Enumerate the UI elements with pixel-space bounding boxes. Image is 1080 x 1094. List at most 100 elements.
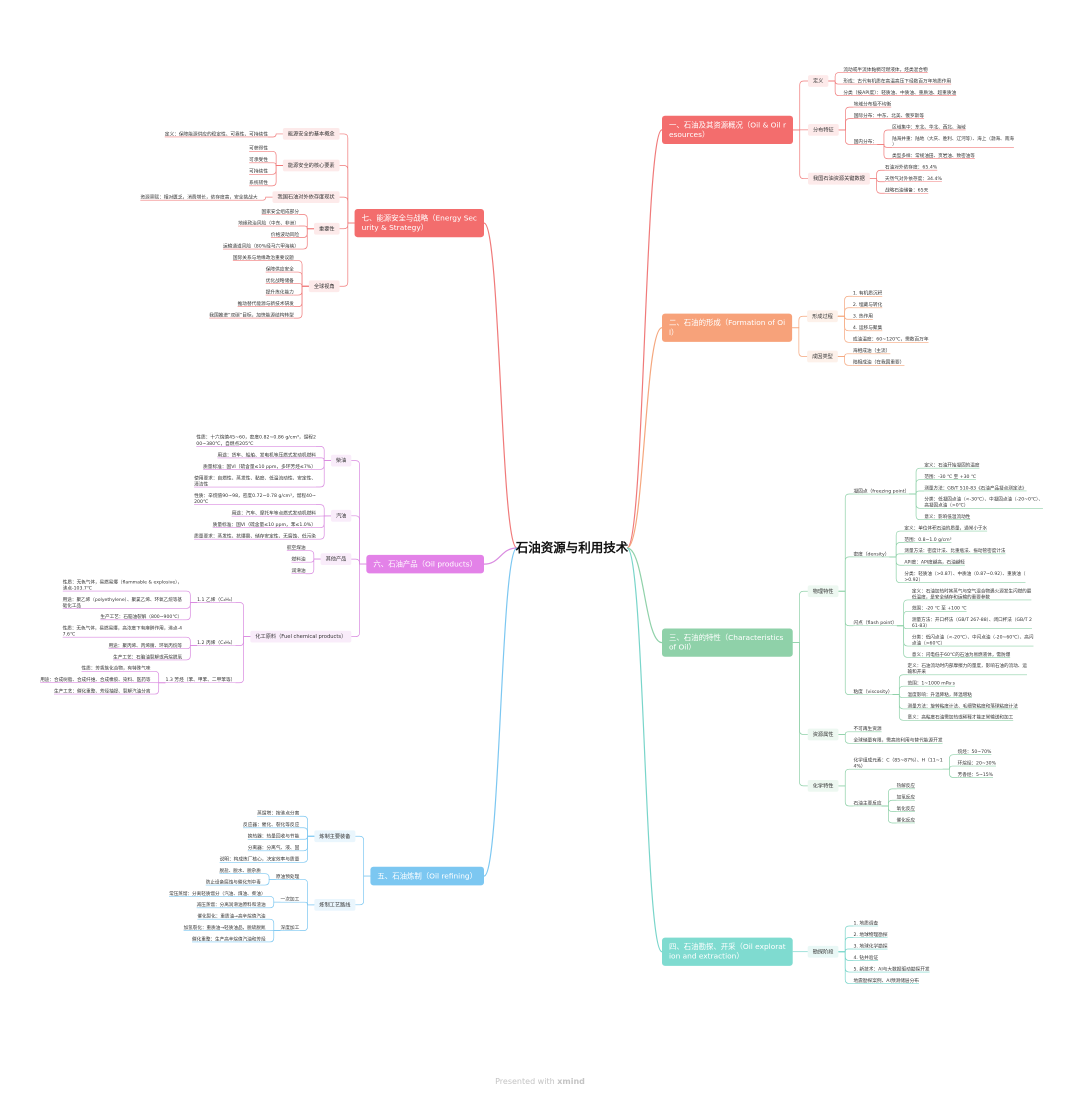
topic-leaf[interactable]: 范围：-20 ℃ 至 +100 ℃ — [911, 605, 967, 612]
topic-leaf[interactable]: 不可再生资源 — [853, 725, 882, 732]
sub-topic[interactable]: 一次加工 — [280, 896, 300, 903]
topic-leaf[interactable]: 减压蒸馏：分离润滑油原料和渣油 — [196, 901, 266, 908]
topic-leaf[interactable]: 我国推进“双碳”目标，加快能源结构转型 — [209, 311, 294, 318]
topic-leaf[interactable]: 国家安全组成部分 — [261, 208, 300, 215]
topic-leaf[interactable]: 国际分布：中东、北美、俄罗斯等 — [853, 112, 925, 119]
topic-leaf[interactable]: 使用要求：自燃性、蒸发性、黏度、低温流动性、安定性、清洁性 — [194, 474, 316, 487]
topic-leaf[interactable]: 脱盐、脱水、脱杂质 — [219, 867, 262, 874]
topic-leaf[interactable]: 环烷烃：20~30% — [957, 759, 997, 766]
topic-leaf[interactable]: 价格波动风险 — [270, 231, 299, 238]
topic-leaf[interactable]: 用途：货车、船舶、发电机等压燃式发动机燃料 — [217, 451, 317, 458]
topic-leaf[interactable]: 形成：古代有机质在高温高压下经数百万年地质作用 — [843, 77, 951, 84]
topic-leaf[interactable]: 用途：聚丙烯、丙烯腈、环氧丙烷等 — [108, 642, 183, 649]
sub-topic[interactable]: 全球视角 — [308, 280, 340, 293]
topic-leaf[interactable]: 催化裂化：重质油→高辛烷值汽油 — [197, 913, 266, 920]
topic-leaf[interactable]: 生产工艺：石脑油裂解（800~900℃） — [100, 613, 182, 620]
topic-leaf[interactable]: 5. 新技术：AI与大数据驱动勘探开发 — [853, 965, 930, 972]
sub-topic[interactable]: 分布特征 — [807, 123, 839, 136]
topic-leaf[interactable]: 成油温度：60~120℃，需数百万年 — [852, 336, 929, 343]
topic-leaf[interactable]: 流动或半流体黏稠可燃液体，烃类混合物 — [843, 66, 928, 73]
topic-leaf[interactable]: 4. 钻井验证 — [853, 954, 878, 961]
topic-leaf[interactable]: 推动替代能源与新技术研发 — [237, 300, 295, 307]
topic-leaf[interactable]: 分离器：分离气、液、固 — [247, 844, 300, 851]
topic-leaf[interactable]: 用途：合成树脂、合成纤维、合成橡胶、染料、医药等 — [40, 676, 151, 683]
sub-topic[interactable]: 凝固点（freezing point） — [853, 487, 909, 494]
topic-leaf[interactable]: 燃料油 — [291, 556, 306, 563]
sub-topic[interactable]: 原油预处理 — [275, 873, 300, 880]
topic-leaf[interactable]: 2. 埋藏与转化 — [852, 301, 883, 308]
sub-topic[interactable]: 化学特性 — [807, 779, 839, 792]
topic-leaf[interactable]: 定义：石油流动时内部摩擦力的量度，影响石油的流动、运输和开采 — [907, 662, 1028, 675]
sub-topic[interactable]: 我国石油对外依存度现状 — [272, 191, 340, 203]
topic-leaf[interactable]: 加氢反应 — [896, 794, 916, 801]
topic-leaf[interactable]: 质量要求：蒸发性、抗爆震、储存安定性、无腐蚀、低污染 — [194, 533, 316, 540]
topic-leaf[interactable]: 1. 有机质沉积 — [852, 290, 883, 297]
topic-leaf[interactable]: 海相成油（主流） — [852, 347, 891, 354]
sub-topic[interactable]: 闪点（flash point） — [853, 619, 897, 626]
topic-leaf[interactable]: 可获得性 — [249, 145, 268, 152]
topic-leaf[interactable]: 测量方法：密度计法、比重瓶法、振动管密度计法 — [904, 547, 1006, 554]
topic-leaf[interactable]: 芳香烃：5~15% — [957, 771, 994, 778]
topic-leaf[interactable]: 国际关系与地缘政治重要议题 — [232, 254, 294, 261]
topic-leaf[interactable]: 润滑油 — [291, 567, 306, 574]
topic-leaf[interactable]: 换热器：热量回收与节能 — [247, 833, 300, 840]
topic-leaf[interactable]: 1. 地质调查 — [853, 919, 878, 926]
topic-leaf[interactable]: 分类（按API度）：轻质油、中质油、重质油、超重质油 — [843, 89, 957, 96]
topic-leaf[interactable]: 质量标准：国VI（硫含量≤10 ppm，苯≤1.0%） — [212, 521, 316, 528]
topic-leaf[interactable]: 用途：汽车、摩托车等点燃式发动机燃料 — [231, 510, 317, 517]
sub-topic[interactable]: 资源属性 — [807, 728, 839, 741]
topic-leaf[interactable]: 反应器：催化、裂化等反应 — [243, 821, 300, 828]
topic-leaf[interactable]: 范围：-30 ℃ 至 +30 ℃ — [924, 473, 976, 480]
topic-leaf[interactable]: 性质：辛烷值90~98，密度0.72~0.78 g/cm³，馏程40~200℃ — [194, 492, 316, 505]
sub-topic[interactable]: 勘探阶段 — [807, 945, 839, 958]
sub-topic[interactable]: 重要性 — [314, 222, 340, 235]
main-topic[interactable]: 六、石油产品（Oil products） — [366, 554, 484, 574]
topic-leaf[interactable]: 地域分布极不均衡 — [853, 100, 892, 107]
topic-leaf[interactable]: API度：API度越高，石油越轻 — [904, 559, 965, 566]
topic-leaf[interactable]: 意义：闪电低于60℃的石油为易燃液体，需防爆 — [911, 651, 1011, 658]
sub-topic[interactable]: 石油主要反应 — [853, 799, 882, 806]
topic-leaf[interactable]: 3. 热作用 — [852, 313, 873, 320]
topic-leaf[interactable]: 烷烃：50~70% — [957, 748, 992, 755]
topic-leaf[interactable]: 生产工艺：催化重整、芳烃抽提、裂解汽油分离 — [53, 687, 151, 694]
topic-leaf[interactable]: 测量方法：GB/T 510-83《石油产品凝点测定法》 — [924, 484, 1027, 491]
topic-leaf[interactable]: 可承受性 — [249, 156, 268, 163]
topic-leaf[interactable]: 说明：构成炼厂核心，决定效率与质量 — [219, 856, 300, 863]
topic-leaf[interactable]: 提升炼化能力 — [265, 288, 294, 295]
sub-topic[interactable]: 化工原料（Fuel chemical products） — [250, 630, 352, 643]
topic-leaf[interactable]: 范围：1~1000 mPa·s — [907, 680, 956, 687]
sub-topic[interactable]: 物理特性 — [807, 585, 839, 598]
topic-leaf[interactable]: 定义：保障能源供应的稳定性、可靠性、可持续性 — [164, 130, 268, 137]
topic-leaf[interactable]: 2. 地球物理勘探 — [853, 931, 888, 938]
topic-leaf[interactable]: 全球储量有限，需高效利用与替代能源开发 — [853, 737, 943, 744]
sub-topic[interactable]: 粘度（viscosity） — [853, 688, 893, 695]
topic-leaf[interactable]: 天然气对外依存度：34.4% — [884, 175, 943, 182]
topic-leaf[interactable]: 定义：单位体积石油的质量，通常小于水 — [904, 524, 988, 531]
sub-topic[interactable]: 成因类型 — [807, 350, 838, 363]
topic-leaf[interactable]: 催化反应 — [896, 816, 916, 823]
sub-topic[interactable]: 汽油 — [330, 509, 352, 522]
root-topic[interactable]: 石油资源与利用技术 — [515, 540, 629, 555]
topic-leaf[interactable]: 4. 运移与聚集 — [852, 324, 883, 331]
topic-leaf[interactable]: 石油对外依存度：65.4% — [884, 164, 938, 171]
topic-leaf[interactable]: 陆海并重：陆地（大庆、胜利、辽河等）、海上（渤海、南海） — [892, 135, 1014, 148]
topic-leaf[interactable]: 用途：聚乙烯（polyethylene）、聚氯乙烯、环氧乙烷等基础化工品 — [62, 596, 183, 609]
sub-topic[interactable]: 我国石油资源关键数据 — [807, 172, 870, 185]
sub-topic[interactable]: 定义 — [807, 75, 829, 87]
topic-leaf[interactable]: 质量标准：国VI（硫含量≤10 ppm，多环芳烃≤7%） — [203, 463, 316, 470]
topic-leaf[interactable]: 定义：石油加热时其蒸气与空气混合物遇火源发生闪燃的最低温度，是安全储存和运输的重… — [911, 587, 1032, 600]
main-topic[interactable]: 三、石油的特性（Characteristics of Oil） — [662, 628, 793, 657]
topic-leaf[interactable]: 保障供应安全 — [265, 265, 294, 272]
topic-leaf[interactable]: 防止设备腐蚀与催化剂中毒 — [205, 878, 262, 885]
topic-leaf[interactable]: 热解反应 — [896, 782, 916, 789]
topic-leaf[interactable]: 运输通道风险（80%经马六甲海峡） — [222, 242, 299, 249]
sub-topic[interactable]: 密度（density） — [853, 550, 889, 557]
topic-leaf[interactable]: 分类：低闪点油（<-20℃）、中闪点油（-20~60℃）、高闪点油（>60℃） — [911, 633, 1034, 646]
